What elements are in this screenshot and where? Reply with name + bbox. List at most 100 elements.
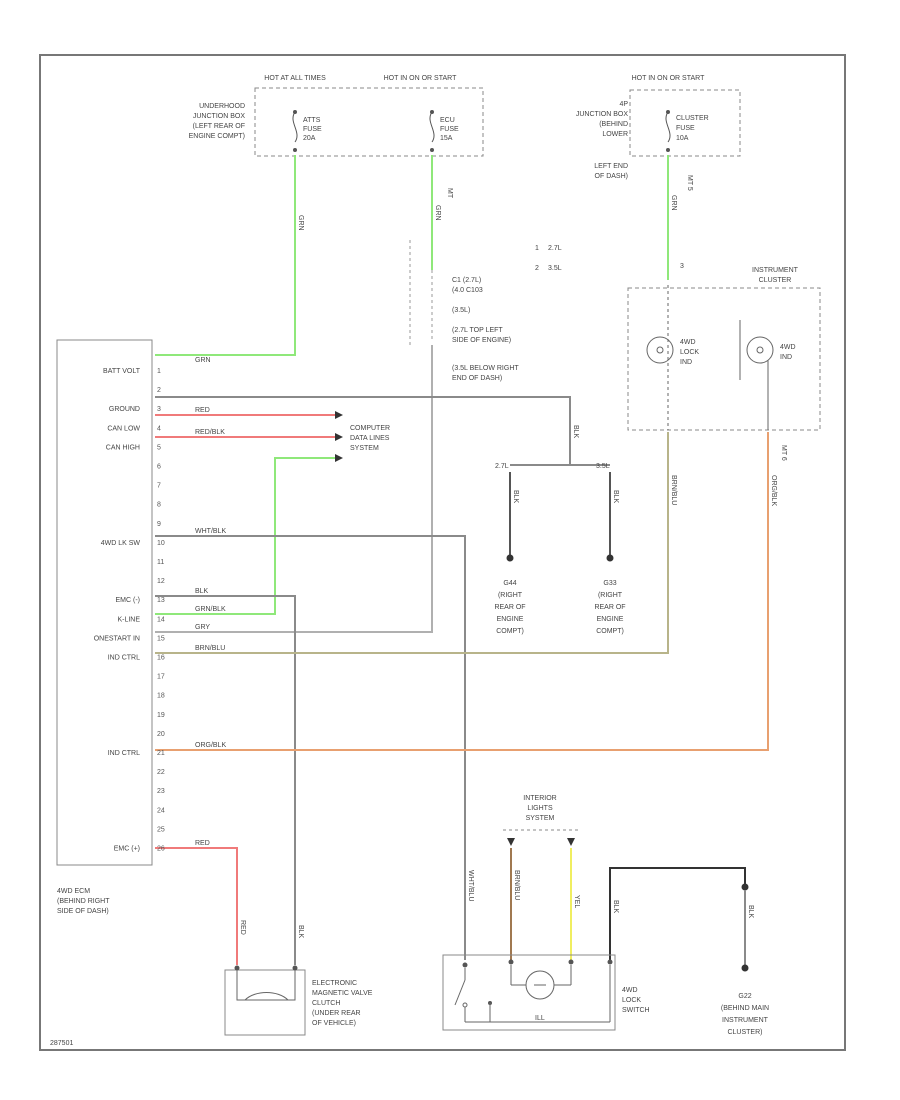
- wire-wht-blk-lksw: [155, 535, 466, 960]
- wire-red-emc: [155, 847, 238, 965]
- connector-c1-line-1: C1 (2.7L): [452, 277, 481, 284]
- wire-blk-sw: [609, 867, 746, 960]
- connector-ref-3: 3: [680, 263, 684, 270]
- ground-g3-line-3: INSTRUMENT: [722, 1017, 769, 1024]
- right-fuse-location-line-1: 4P: [619, 101, 628, 108]
- left-fuse-location-line-3: (LEFT REAR OF: [193, 123, 245, 130]
- ecu-location-line-2: (BEHIND RIGHT: [57, 898, 110, 905]
- ecu-pin-number: 26: [157, 846, 165, 853]
- figure-code: 287501: [50, 1040, 73, 1047]
- ecu-pin-label: ONESTART IN: [94, 635, 140, 642]
- ecu-pin-number: 18: [157, 693, 165, 700]
- connector-code-right: MT 5: [686, 175, 693, 191]
- valve-line-1: ELECTRONIC: [312, 980, 357, 987]
- lock-switch-line-3: SWITCH: [622, 1007, 650, 1014]
- indicator-lock-line-2: LOCK: [680, 349, 699, 356]
- ground-g22: G22 (BEHIND MAIN INSTRUMENT CLUSTER): [721, 993, 769, 1036]
- ground-g1-line-3: REAR OF: [494, 604, 525, 611]
- cluster-title-line-2: CLUSTER: [759, 277, 792, 284]
- valve-line-4: (UNDER REAR: [312, 1010, 361, 1017]
- wire-org-blk-ind: [155, 432, 769, 751]
- ecu-pin-number: 3: [157, 406, 161, 413]
- hot-in-on-label-right: HOT IN ON OR START: [632, 75, 705, 82]
- wire-label-wht-blk: WHT/BLK: [195, 528, 226, 535]
- ecu-pin-number: 20: [157, 731, 165, 738]
- ecu-pin-number: 12: [157, 578, 165, 585]
- right-fuse-location-line-2: JUNCTION BOX: [576, 111, 628, 118]
- hot-at-all-times-label: HOT AT ALL TIMES: [264, 75, 326, 82]
- fuse-cluster-line-3: 10A: [676, 135, 689, 142]
- ecu-pin-number: 11: [157, 559, 164, 566]
- interior-lights-line-3: SYSTEM: [526, 815, 555, 822]
- ecu-pin-label: 4WD LK SW: [101, 540, 141, 547]
- ecu-pin-label: BATT VOLT: [103, 368, 141, 375]
- ecu-pin-number: 6: [157, 464, 161, 471]
- ground-g3-line-4: CLUSTER): [727, 1029, 762, 1036]
- ecu-pin-label: K-LINE: [117, 616, 140, 623]
- ecu-pin-number: 10: [157, 540, 165, 547]
- ecu-pin-number: 23: [157, 788, 165, 795]
- wire-label-org-blk: ORG/BLK: [195, 742, 226, 749]
- electronic-magnetic-valve-clutch: ELECTRONIC MAGNETIC VALVE CLUTCH (UNDER …: [224, 965, 373, 1036]
- wire-label-blk-sw: BLK: [612, 900, 619, 914]
- connector-c1-line-5: SIDE OF ENGINE): [452, 337, 511, 344]
- fuse-atts-line-3: 20A: [303, 135, 316, 142]
- wire-grn-batt: [155, 155, 296, 356]
- ecu-pin-number: 2: [157, 387, 161, 394]
- ecu-pin-number: 1: [157, 368, 161, 375]
- wire-brn-blu-ind: [155, 432, 669, 654]
- computer-data-line-2: DATA LINES: [350, 435, 390, 442]
- wire-label-blk-valve: BLK: [297, 925, 304, 939]
- wire-label-red-canl: RED: [195, 407, 210, 414]
- wire-label-brn-blu: BRN/BLU: [195, 645, 225, 652]
- legend-27: 2.7L: [548, 245, 562, 252]
- fuse-atts-line-2: FUSE: [303, 126, 322, 133]
- wire-label-wht-blu-sw: WHT/BLU: [467, 870, 474, 902]
- interior-lights-system: INTERIOR LIGHTS SYSTEM: [503, 795, 580, 846]
- valve-line-3: CLUTCH: [312, 1000, 340, 1007]
- ground-g1-line-4: ENGINE: [497, 616, 524, 623]
- split-35: 3.5L: [596, 463, 610, 470]
- valve-line-2: MAGNETIC VALVE: [312, 990, 373, 997]
- wire-label-red-valve-vert: RED: [239, 920, 246, 935]
- split-27: 2.7L: [495, 463, 509, 470]
- indicator-lock-line-1: 4WD: [680, 339, 696, 346]
- ground-g1-line-1: G44: [503, 580, 516, 587]
- ground-g1-line-2: (RIGHT: [498, 592, 523, 599]
- ecu-pin-label: EMC (-): [116, 597, 141, 604]
- wire-label-blk-g1: BLK: [512, 490, 519, 504]
- ecu-pin-number: 25: [157, 826, 165, 833]
- interior-lights-line-2: LIGHTS: [527, 805, 553, 812]
- ecu-pin-number: 8: [157, 502, 161, 509]
- indicator-4wd-line-2: IND: [780, 354, 792, 361]
- connector-code-ind: MT 6: [780, 445, 787, 461]
- computer-data-line-1: COMPUTER: [350, 425, 390, 432]
- wire-label-grn-blk: GRN/BLK: [195, 606, 226, 613]
- ecu-pin-number: 24: [157, 807, 165, 814]
- ecu-pin-label: GROUND: [109, 406, 140, 413]
- wire-blk-emc: [155, 595, 296, 965]
- instrument-cluster: INSTRUMENT CLUSTER 4WD LOCK IND 4WD IND: [627, 267, 821, 431]
- lock-switch-line-1: 4WD: [622, 987, 638, 994]
- wire-blk-ground: [155, 396, 571, 465]
- right-fuse-location-line-5: LEFT END: [594, 163, 628, 170]
- interior-lights-line-1: INTERIOR: [523, 795, 556, 802]
- wire-label-org-ind: ORG/BLK: [770, 475, 777, 506]
- fuse-ecu-line-1: ECU: [440, 117, 455, 124]
- ecu-pin-label: CAN LOW: [107, 425, 140, 432]
- fuse-cluster-line-1: CLUSTER: [676, 115, 709, 122]
- indicator-lock-line-3: IND: [680, 359, 692, 366]
- ground-g3-line-1: G22: [738, 993, 751, 1000]
- ecu-pin-label: IND CTRL: [108, 655, 140, 662]
- connector-code-left: MT: [446, 188, 453, 199]
- connector-c1-line-7: END OF DASH): [452, 375, 502, 382]
- ground-g2-line-4: ENGINE: [597, 616, 624, 623]
- ecu-location-line-3: SIDE OF DASH): [57, 908, 109, 915]
- ecu-pin-number: 15: [157, 635, 165, 642]
- wire-label-blk-ground: BLK: [572, 425, 579, 439]
- left-fuse-box: HOT AT ALL TIMES HOT IN ON OR START UNDE…: [189, 75, 484, 157]
- ecu-pin-number: 7: [157, 483, 161, 490]
- left-fuse-location-line-2: JUNCTION BOX: [193, 113, 245, 120]
- right-fuse-location-line-6: OF DASH): [595, 173, 628, 180]
